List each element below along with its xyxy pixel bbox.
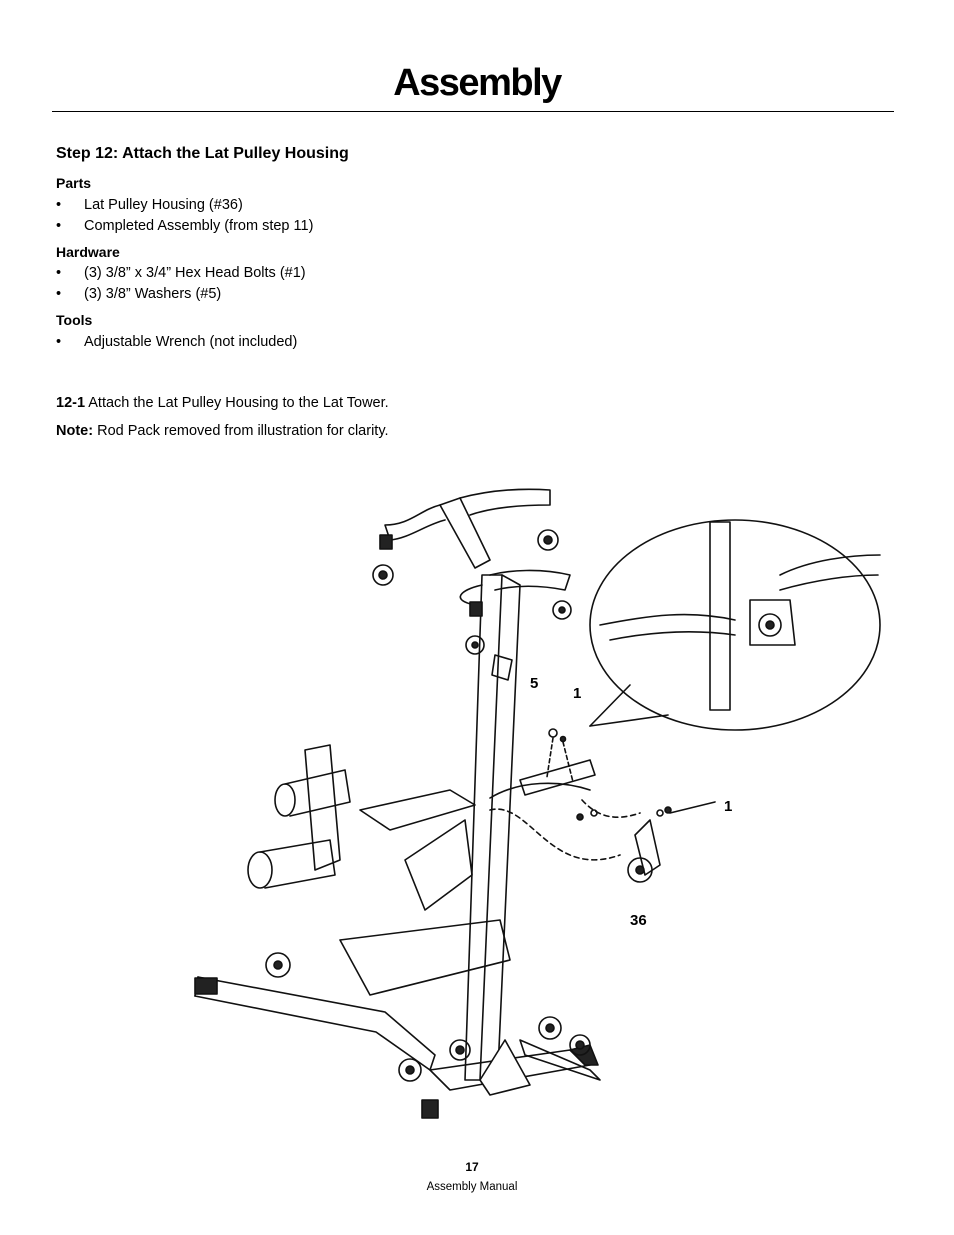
instruction-paragraph: 12-1 Attach the Lat Pulley Housing to th… <box>56 395 389 411</box>
note-text: Rod Pack removed from illustration for c… <box>97 423 389 439</box>
list-item: •Completed Assembly (from step 11) <box>56 217 314 234</box>
base-frame <box>194 919 601 1091</box>
pulley-housing <box>489 759 672 883</box>
parts-list: •Lat Pulley Housing (#36) •Completed Ass… <box>56 195 313 236</box>
callout-washer-5: 5 <box>530 675 539 692</box>
page-title: Assembly <box>393 62 562 104</box>
list-item: •(3) 3/8” Washers (#5) <box>56 285 222 302</box>
parts-heading: Parts <box>56 175 92 191</box>
page-number: 17 <box>465 1160 479 1174</box>
detail-inset <box>589 519 881 731</box>
instruction-number: 12-1 <box>56 395 86 411</box>
callout-bolt-1: 1 <box>573 685 582 702</box>
list-item: •Adjustable Wrench (not included) <box>56 334 298 350</box>
note-label: Note: <box>56 423 94 439</box>
hardware-items <box>546 728 716 814</box>
callout-bolt-1-right: 1 <box>724 798 733 815</box>
hardware-list: •(3) 3/8” x 3/4” Hex Head Bolts (#1) •(3… <box>56 263 306 304</box>
lat-bars <box>372 488 572 655</box>
callout-housing-36: 36 <box>630 912 647 929</box>
list-item: •(3) 3/8” x 3/4” Hex Head Bolts (#1) <box>56 265 306 281</box>
lower-pulleys <box>398 1016 591 1119</box>
tools-heading: Tools <box>56 312 93 328</box>
hardware-heading: Hardware <box>56 244 120 260</box>
title-rule <box>52 111 894 112</box>
leg-developer <box>247 744 476 978</box>
assembly-illustration <box>194 488 881 1119</box>
tools-list: •Adjustable Wrench (not included) <box>56 332 297 353</box>
instruction-text: Attach the Lat Pulley Housing to the Lat… <box>88 395 389 411</box>
step-heading: Step 12: Attach the Lat Pulley Housing <box>56 145 349 162</box>
note-paragraph: Note: Rod Pack removed from illustration… <box>56 423 389 439</box>
list-item: •Lat Pulley Housing (#36) <box>56 197 243 213</box>
footer-label: Assembly Manual <box>426 1181 518 1193</box>
lat-tower <box>464 574 531 1096</box>
